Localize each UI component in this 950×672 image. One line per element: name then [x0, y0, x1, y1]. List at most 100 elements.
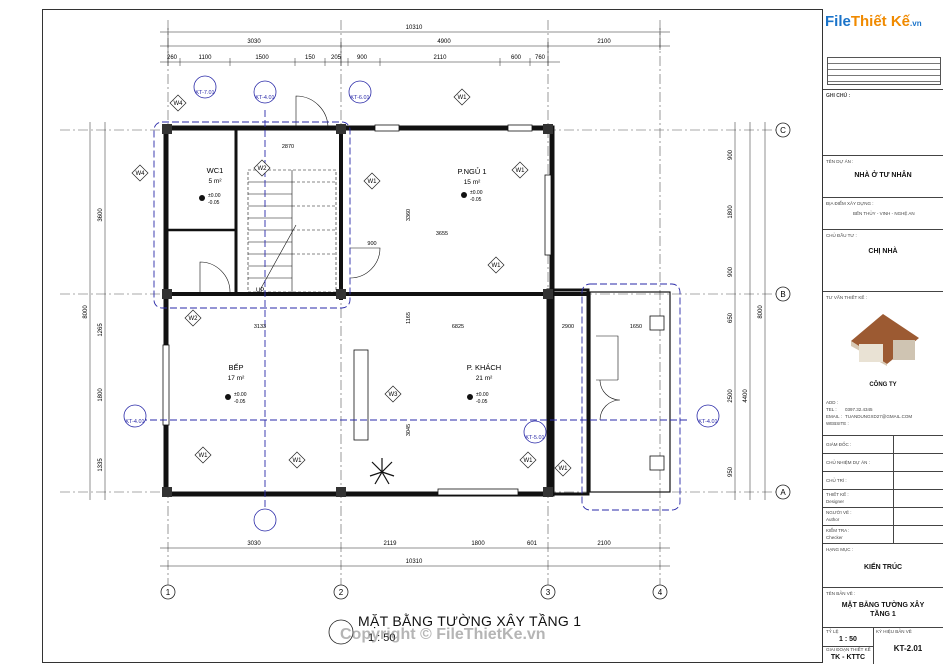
- consultant-section: TƯ VẤN THIẾT KẾ : CÔNG TY ADD : TEL : 03…: [823, 291, 943, 435]
- dim-right-3: 900: [728, 266, 734, 277]
- room-bedroom-area: 15 m²: [464, 179, 481, 186]
- left-dimensions: [89, 122, 106, 500]
- ref-label-5: KT-4.01: [698, 419, 717, 425]
- drawn-value: Author: [826, 517, 840, 522]
- dim-left-overall: 8000: [83, 305, 89, 319]
- dim-inner-1: 2870: [282, 144, 294, 150]
- section-markers: [123, 75, 720, 532]
- dim-detail-1: 260: [167, 55, 178, 61]
- tel-label: TEL :: [826, 407, 837, 412]
- designer-row: THIẾT KẾ : Designer: [823, 489, 943, 507]
- ref-label-4: KT-4.01: [125, 419, 144, 425]
- level-bedroom-2: -0.05: [470, 197, 482, 203]
- project-section: TÊN DỰ ÁN : NHÀ Ở TƯ NHÂN: [823, 155, 943, 197]
- level-mark-icon: [199, 195, 205, 201]
- phase-label: GIAI ĐOẠN THIẾT KẾ: [826, 647, 871, 652]
- dim-inner-v3: 1165: [406, 312, 412, 324]
- location-value: BẾN THỦY - VINH - NGHỆ AN: [853, 211, 915, 216]
- grid-label-2: 2: [339, 588, 344, 597]
- email-label: EMAIL :: [826, 414, 842, 419]
- ref-label-6: KT-5.01: [525, 435, 544, 441]
- wall-tag-w1-c: W1: [516, 168, 526, 174]
- wall-tag-w1-d: W1: [492, 263, 502, 269]
- ref-label-1: KT-7.01: [195, 90, 214, 96]
- section-outlines: [130, 110, 690, 520]
- drawing-name-section: TÊN BẢN VẼ : MẶT BẰNG TƯỜNG XÂY TẦNG 1: [823, 587, 943, 627]
- dim-detail-6: 900: [357, 55, 368, 61]
- wall-tag-w2-b: W2: [189, 316, 199, 322]
- dim-detail-2: 1100: [199, 55, 213, 61]
- top-dimensions: [160, 28, 670, 66]
- director-label: GIÁM ĐỐC :: [826, 442, 852, 447]
- drawing-title: MẶT BẰNG TƯỜNG XÂY TẦNG 1: [358, 613, 582, 629]
- dim-top-overall: 10310: [406, 25, 423, 31]
- pm-label: CHỦ NHIỆM DỰ ÁN :: [826, 460, 870, 465]
- sheet-info: TỶ LỆ 1 : 50 GIAI ĐOẠN THIẾT KẾ TK - KTT…: [823, 627, 943, 664]
- dim-inner-5: 1650: [630, 324, 642, 330]
- dim-bottom-2: 2119: [384, 541, 398, 547]
- dim-inner-7: 900: [367, 241, 376, 247]
- tel-value: 0397.32.4345: [845, 407, 873, 412]
- wall-tag-w4-b: W4: [136, 171, 146, 177]
- level-kitchen: ±0.00: [234, 392, 247, 398]
- grid-label-c: C: [780, 126, 786, 135]
- drawing-label: TÊN BẢN VẼ :: [826, 591, 856, 596]
- dim-inner-v2: 3045: [406, 424, 412, 436]
- dim-left-1: 3600: [98, 208, 104, 222]
- notes-section: GHI CHÚ :: [823, 89, 943, 155]
- wall-tags: [131, 88, 572, 477]
- bottom-dimensions: [160, 547, 670, 567]
- dim-top-2: 4900: [437, 39, 451, 45]
- drawing-name-2: TẦNG 1: [870, 611, 896, 618]
- dim-detail-5: 205: [331, 55, 342, 61]
- designer-label: THIẾT KẾ :: [826, 492, 849, 497]
- right-dimensions: [734, 122, 766, 500]
- doors: [199, 95, 621, 421]
- dim-detail-4: 150: [305, 55, 316, 61]
- designer-value: Designer: [826, 499, 845, 504]
- sheet-divider-h: [823, 646, 873, 647]
- company-name: CÔNG TY: [869, 382, 897, 388]
- dim-top-3: 2100: [597, 39, 611, 45]
- logo-area: FileThiết Kế.vn: [823, 9, 943, 89]
- dim-inner-4: 2900: [562, 324, 574, 330]
- windows: [162, 124, 665, 496]
- title-block: FileThiết Kế.vn GHI CHÚ : TÊN DỰ ÁN : NH…: [822, 9, 943, 664]
- revision-table: [827, 57, 941, 85]
- logo: FileThiết Kế.vn: [825, 13, 922, 30]
- drawn-label: NGƯỜI VẼ :: [826, 510, 852, 515]
- web-label: WEBSITE :: [826, 421, 849, 426]
- dim-right-2: 1800: [728, 205, 734, 219]
- level-living-2: -0.05: [476, 399, 488, 405]
- drawing-scale: 1 : 50: [368, 632, 396, 644]
- wall-tag-w1-a: W1: [368, 179, 378, 185]
- dim-bottom-1: 3030: [247, 541, 261, 547]
- scale-value: 1 : 50: [839, 636, 857, 643]
- wall-tag-w2-a: W2: [258, 166, 268, 172]
- dim-right-overall-2: 4400: [743, 389, 749, 403]
- location-section: ĐỊA ĐIỂM XÂY DỰNG : BẾN THỦY - VINH - NG…: [823, 197, 943, 229]
- dim-right-1: 900: [728, 149, 734, 160]
- grid-label-3: 3: [546, 588, 551, 597]
- room-kitchen-area: 17 m²: [228, 375, 245, 382]
- notes-label: GHI CHÚ :: [826, 93, 851, 99]
- level-kitchen-2: -0.05: [234, 399, 246, 405]
- scale-label: TỶ LỆ: [826, 629, 839, 634]
- project-label: TÊN DỰ ÁN :: [826, 159, 854, 164]
- signature-divider: [893, 435, 894, 543]
- walls: [163, 125, 671, 497]
- addr-label: ADD :: [826, 400, 839, 405]
- room-kitchen-name: BẾP: [228, 362, 243, 372]
- dim-detail-8: 600: [511, 55, 522, 61]
- logo-left: File: [825, 13, 851, 30]
- wall-tag-w4-a: W4: [174, 101, 184, 107]
- location-label: ĐỊA ĐIỂM XÂY DỰNG :: [826, 201, 874, 206]
- category-section: HẠNG MỤC : KIẾN TRÚC: [823, 543, 943, 587]
- email-value: TUANDUNGXD27@GMAIL.COM: [845, 414, 913, 419]
- room-wc1-name: WC1: [207, 166, 224, 175]
- checked-label: KIỂM TRA :: [826, 528, 850, 533]
- ref-label-2: KT-4.01: [255, 95, 274, 101]
- level-wc1-2: -0.05: [208, 200, 220, 206]
- dim-inner-8: 3133: [254, 324, 266, 330]
- checked-value: Checker: [826, 535, 843, 540]
